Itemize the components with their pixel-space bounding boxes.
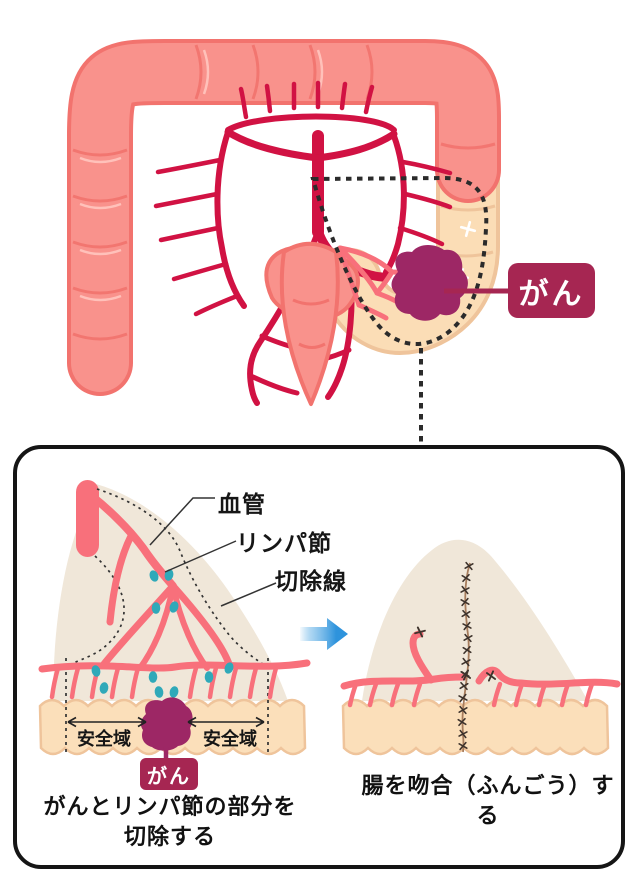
anastomosis-diagram — [340, 539, 621, 756]
resection-line-label: 切除線 — [275, 569, 347, 595]
resection-diagram — [38, 480, 311, 759]
step-arrow-icon — [300, 618, 348, 650]
colon-overview-illustration — [67, 39, 510, 444]
resection-caption: がんとリンパ節の部分を 切除する — [30, 793, 310, 853]
anastomosis-vessels — [340, 630, 621, 708]
resection-dashed-line — [65, 488, 269, 754]
haustra-highlights — [79, 49, 324, 302]
resection-caption-line1: がんとリンパ節の部分を — [43, 795, 297, 820]
suture-line — [414, 561, 497, 753]
mesenteric-vessels — [38, 493, 311, 700]
lymph-node-label: リンパ節 — [236, 531, 332, 557]
tumor-overview — [391, 245, 468, 321]
bowel-wall-right — [341, 698, 610, 756]
safety-margin-arrows — [67, 716, 265, 728]
label-leader-lines — [149, 497, 277, 607]
cancer-callout-badge: がん — [508, 263, 595, 318]
rectum — [264, 241, 360, 406]
safety-margin-left-label: 安全域 — [77, 729, 131, 750]
cancer-badge: がん — [140, 758, 198, 790]
bowel-stump-clamp — [76, 480, 99, 557]
tumor-resection — [140, 697, 193, 759]
lymph-nodes — [91, 569, 234, 698]
safety-margin-right-label: 安全域 — [203, 729, 257, 750]
resection-caption-line2: 切除する — [123, 825, 216, 850]
blood-vessel-label: 血管 — [218, 492, 266, 518]
anastomosis-caption: 腸を吻合（ふんごう）する — [361, 774, 615, 829]
